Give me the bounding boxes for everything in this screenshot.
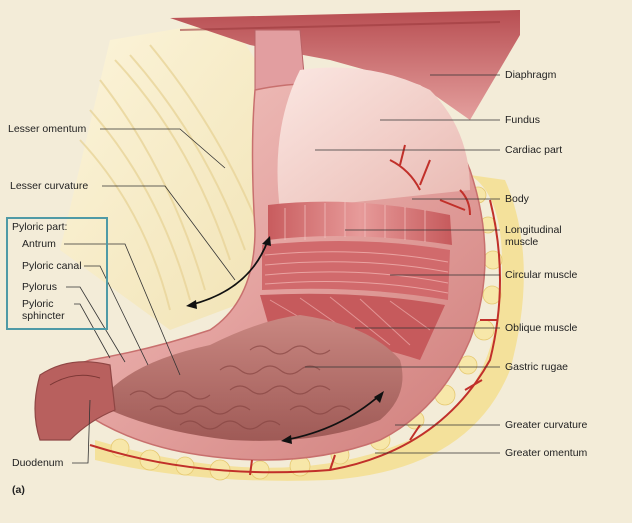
- label-duodenum: Duodenum: [12, 457, 64, 469]
- label-pyloric-sphincter: Pyloric sphincter: [22, 298, 65, 322]
- label-cardiac-part: Cardiac part: [505, 144, 563, 156]
- label-fundus: Fundus: [505, 114, 541, 126]
- label-longitudinal-muscle: Longitudinal muscle: [505, 224, 562, 248]
- label-body: Body: [505, 193, 529, 205]
- label-pyloric-part: Pyloric part:: [12, 221, 68, 233]
- panel-label: (a): [12, 484, 25, 496]
- label-gastric-rugae: Gastric rugae: [505, 361, 569, 373]
- label-lesser-omentum: Lesser omentum: [8, 123, 87, 135]
- label-diaphragm: Diaphragm: [505, 69, 557, 81]
- label-oblique-muscle: Oblique muscle: [505, 322, 578, 334]
- label-pyloric-canal: Pyloric canal: [22, 260, 82, 272]
- label-pylorus: Pylorus: [22, 281, 58, 293]
- label-greater-curvature: Greater curvature: [505, 419, 588, 431]
- label-circular-muscle: Circular muscle: [505, 269, 578, 281]
- label-lesser-curvature: Lesser curvature: [10, 180, 89, 192]
- label-greater-omentum: Greater omentum: [505, 447, 588, 459]
- label-antrum: Antrum: [22, 238, 56, 250]
- pyloric-part-box: [6, 217, 108, 330]
